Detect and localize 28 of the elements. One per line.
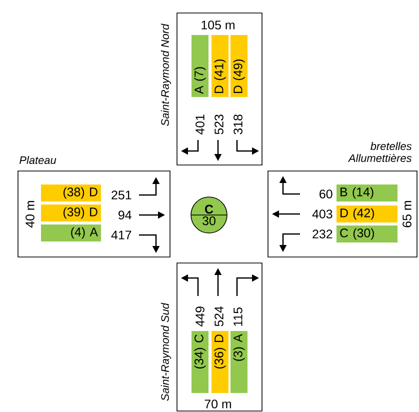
traffic-volume: 232 <box>312 230 332 238</box>
traffic-volume: 401 <box>196 114 204 135</box>
street-name: Saint-Raymond Nord <box>160 24 172 126</box>
level-of-service-cell: D (42) <box>336 206 398 222</box>
level-of-service-cell: A (7) <box>192 35 208 97</box>
level-of-service-cell: D (41) <box>212 35 228 97</box>
level-of-service-cell: (4) A <box>41 224 101 242</box>
traffic-volume: 449 <box>196 306 204 327</box>
level-of-service-cell: (36) D <box>212 331 228 393</box>
traffic-volume: 60 <box>320 190 332 198</box>
level-of-service-cell: C (30) <box>336 226 398 242</box>
level-of-service-cell: (39) D <box>41 204 101 222</box>
traffic-volume: 417 <box>111 230 132 240</box>
street-name: bretelles Allumettières <box>348 142 412 162</box>
traffic-volume: 318 <box>234 114 242 134</box>
traffic-volume: 251 <box>112 190 132 200</box>
traffic-volume: 94 <box>118 210 132 220</box>
level-of-service-cell: B (14) <box>336 184 398 202</box>
traffic-volume: 523 <box>214 114 224 134</box>
level-of-service-cell: (3) A <box>230 331 248 393</box>
traffic-volume: 403 <box>312 210 332 218</box>
level-of-service-cell: (38) D <box>41 184 101 202</box>
level-of-service-cell: D (49) <box>230 35 248 97</box>
street-name: Plateau <box>20 156 56 164</box>
street-name: Saint-Raymond Sud <box>160 302 172 401</box>
traffic-volume: 524 <box>214 306 224 326</box>
traffic-volume: 115 <box>234 307 242 326</box>
level-of-service-cell: (34) C <box>192 331 208 393</box>
